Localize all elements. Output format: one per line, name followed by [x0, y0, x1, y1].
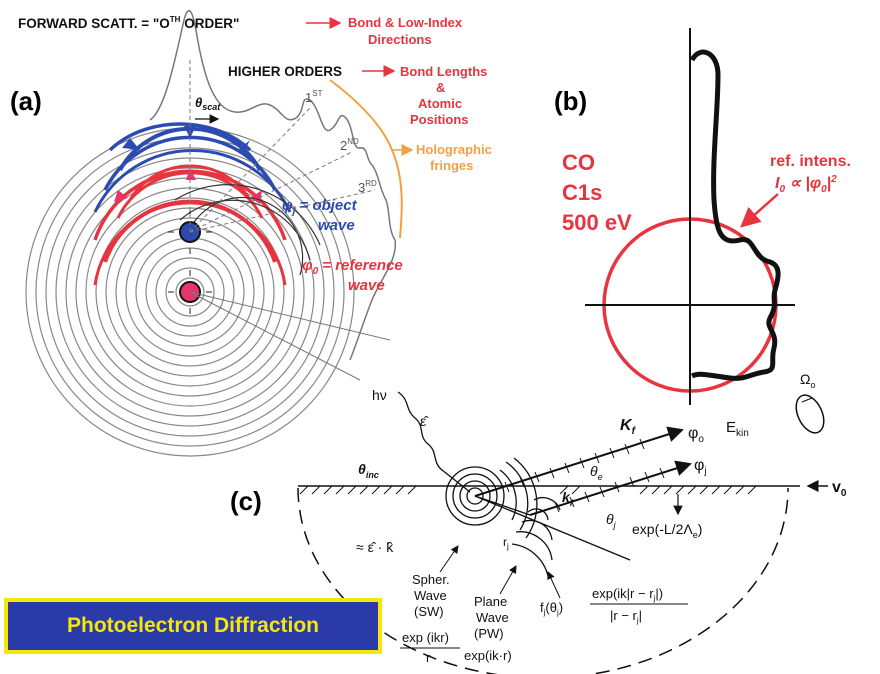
- theta-e-label: θe: [590, 463, 603, 482]
- epsilon-label: ε̂: [420, 413, 429, 429]
- holographic-label: Holographic: [416, 142, 492, 157]
- panel-a: (a): [10, 10, 492, 457]
- reference-wave-label-2: wave: [348, 277, 385, 294]
- e-kin-label: Ekin: [726, 419, 749, 439]
- sw-denominator: r: [426, 650, 431, 665]
- surface-hatching: [299, 485, 757, 495]
- approx-label: ≈ ε̂ · k̂: [356, 539, 394, 555]
- panel-b-label: (b): [554, 86, 587, 116]
- pw-label-3: (PW): [474, 626, 504, 641]
- rj-vector: [474, 495, 531, 516]
- detector-aperture: [795, 394, 825, 434]
- measured-intensity-curve: [689, 49, 781, 381]
- holographic-bracket: [329, 79, 403, 239]
- sw-label-2: Wave: [414, 588, 447, 603]
- object-wave-label-2: wave: [318, 217, 355, 234]
- analysis-hemisphere: [297, 487, 789, 674]
- ref-line: [474, 495, 631, 561]
- fj-numerator: exp(ik|r − rj|): [592, 586, 663, 603]
- c1s-label: C1s: [562, 180, 602, 205]
- attenuation-label: exp(-L/2Λe): [632, 521, 702, 540]
- panel-c-label: (c): [230, 486, 262, 516]
- panel-a-label: (a): [10, 86, 42, 116]
- energy-label: 500 eV: [562, 210, 632, 235]
- kf-label: Kf: [620, 417, 637, 437]
- h-nu-label: hν: [372, 387, 387, 403]
- scattering-rays: [189, 60, 391, 381]
- forward-scatt-label: FORWARD SCATT. = "OTH ORDER": [18, 15, 239, 31]
- bond-lengths-amp: &: [436, 80, 445, 95]
- pw-label-2: Wave: [476, 610, 509, 625]
- pw-label-1: Plane: [474, 594, 507, 609]
- ref-intens-arrow: [740, 193, 779, 228]
- order-2-label: 2ND: [340, 137, 359, 153]
- order-3-label: 3RD: [358, 179, 377, 195]
- kf2-label: kf: [562, 489, 574, 508]
- ref-formula: I0 ∝ |φ0|2: [775, 174, 837, 195]
- v0-label: v0: [832, 479, 847, 499]
- atomic-label: Atomic: [418, 96, 462, 111]
- phi-o-label: φo: [688, 425, 704, 445]
- omega-label: Ωo: [800, 371, 815, 390]
- wavefront-arrows: [114, 126, 262, 204]
- panel-b: (b) CO C1s 500 eV ref. intens. I0 ∝ |φ0|…: [554, 28, 851, 405]
- fj-label: fj(θj): [540, 600, 563, 617]
- fringes-label: fringes: [430, 158, 473, 173]
- pw-expression: exp(ik·r): [464, 648, 512, 663]
- theta-j-label: θj: [606, 511, 617, 530]
- sw-label-3: (SW): [414, 604, 444, 619]
- order-1-label: 1ST: [305, 89, 323, 105]
- rj-label: rj: [503, 535, 509, 551]
- phi-j-label: φj: [694, 457, 707, 477]
- ray-ticks: [504, 438, 665, 513]
- intensity-curve: [149, 10, 397, 361]
- title-banner-text: Photoelectron Diffraction: [66, 614, 319, 637]
- svg-text:θscat: θscat: [195, 95, 221, 112]
- pw-pointer: [499, 565, 517, 595]
- reference-wave-label: φ0 = reference: [302, 257, 403, 277]
- bond-low-index-label-1: Bond & Low-Index: [348, 15, 463, 30]
- positions-label: Positions: [410, 112, 469, 127]
- sw-pointer: [439, 545, 459, 573]
- object-wave-label: φj = object: [282, 197, 358, 217]
- panel-c: (c) hν ε̂ θinc: [230, 371, 847, 674]
- fringe-arcs: [174, 184, 321, 276]
- spherical-wave-arcs: [445, 457, 538, 539]
- title-banner: Photoelectron Diffraction: [4, 598, 382, 654]
- bond-lengths-label: Bond Lengths: [400, 64, 487, 79]
- co-label: CO: [562, 150, 595, 175]
- sw-numerator: exp (ikr): [402, 630, 449, 645]
- ref-intens-label: ref. intens.: [770, 153, 851, 170]
- fj-denominator: |r − rj|: [610, 608, 642, 625]
- sw-label-1: Spher.: [412, 572, 450, 587]
- higher-orders-label: HIGHER ORDERS: [228, 64, 342, 79]
- fj-pointer: [547, 571, 561, 599]
- photon-wave: [397, 391, 471, 493]
- bond-low-index-label-2: Directions: [368, 32, 432, 47]
- theta-inc-label: θinc: [358, 461, 379, 480]
- theta-scat-label: θscat: [195, 95, 221, 124]
- scatterer-wave-arcs: [511, 496, 561, 577]
- direct-wave-ray: [474, 426, 684, 497]
